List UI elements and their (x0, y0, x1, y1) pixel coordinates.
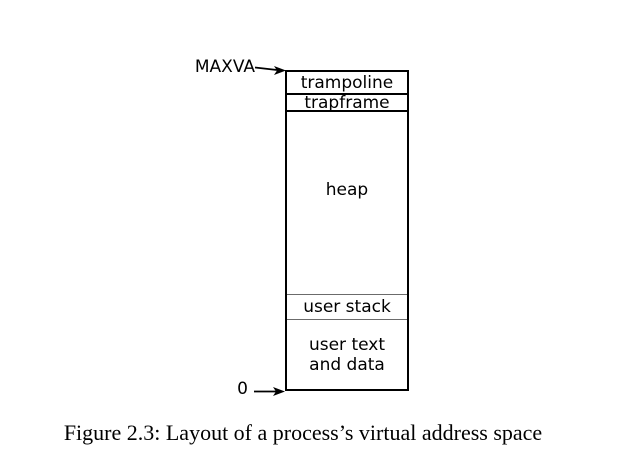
memory-box: trampoline trapframe heap user stack use… (285, 70, 409, 391)
figure-caption: Figure 2.3: Layout of a process’s virtua… (63, 420, 543, 445)
segment-trampoline: trampoline (287, 72, 407, 95)
segment-trapframe: trapframe (287, 92, 407, 113)
maxva-arrow-icon (255, 66, 286, 75)
segment-heap: heap (287, 112, 407, 295)
zero-label: 0 (237, 379, 248, 399)
segment-trapframe-label: trapframe (304, 92, 390, 113)
segment-trampoline-label: trampoline (300, 72, 394, 93)
segment-user-text-label-line2: and data (309, 354, 385, 375)
segment-user-stack: user stack (287, 295, 407, 320)
segment-user-text-and-data: user text and data (287, 320, 407, 389)
maxva-label: MAXVA (194, 57, 255, 77)
segment-user-stack-label: user stack (303, 297, 391, 317)
segment-heap-label: heap (325, 180, 369, 200)
segment-user-text-label-line1: user text (308, 334, 386, 355)
zero-arrow-icon (254, 387, 285, 396)
